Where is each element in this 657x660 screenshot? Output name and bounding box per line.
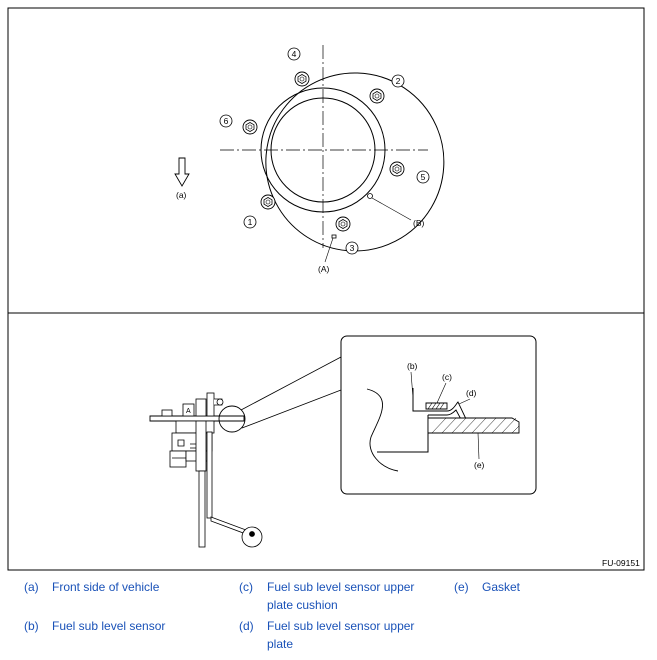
float-arm [210, 516, 263, 548]
zoom-line-bottom [241, 389, 342, 429]
bolt-2 [369, 88, 385, 104]
label-b-detail: (b) [407, 361, 418, 371]
svg-text:5: 5 [421, 172, 426, 182]
legend-text-b: Fuel sub level sensor [52, 619, 166, 633]
legend-key-e: (e) [454, 580, 469, 594]
bolt-4 [294, 71, 310, 87]
break-line [366, 388, 399, 472]
leader-a [324, 237, 334, 263]
label-a-upper: (A) [318, 264, 330, 274]
notch-a [331, 234, 337, 239]
pump-flange [149, 415, 245, 422]
label-b: (B) [413, 218, 425, 228]
figure-frame [7, 7, 645, 571]
legend-item-b: (b) Fuel sub level sensor [24, 617, 224, 637]
bolt-number-1: 1 [243, 215, 257, 229]
legend-text-d: Fuel sub level sensor upper plate [267, 619, 415, 651]
svg-text:A: A [186, 408, 191, 415]
outer-flange [265, 72, 445, 252]
svg-text:6: 6 [224, 116, 229, 126]
leader-d [458, 398, 471, 405]
bolt-number-5: 5 [416, 170, 430, 184]
legend-text-c: Fuel sub level sensor upper plate cushio… [267, 580, 415, 612]
svg-text:3: 3 [350, 243, 355, 253]
cushion-hatch [427, 402, 445, 410]
legend-text-e: Gasket [482, 580, 521, 594]
label-e: (e) [474, 460, 485, 470]
gasket-hatch [431, 417, 520, 434]
pump-top-fittings: A [161, 392, 224, 417]
legend-item-a: (a) Front side of vehicle [24, 578, 224, 598]
figure-diagram: 4 2 6 5 1 3 (B) (A) (a) [7, 7, 645, 571]
bolt-number-4: 4 [287, 47, 301, 61]
front-arrow-icon [174, 157, 190, 187]
label-c: (c) [442, 372, 452, 382]
bolt-5 [389, 161, 405, 177]
inner-ring [260, 87, 386, 213]
bolt-number-2: 2 [391, 74, 405, 88]
legend-key-d: (d) [239, 619, 254, 633]
svg-text:1: 1 [248, 217, 253, 227]
inner-opening [270, 97, 376, 203]
bolt-1 [260, 194, 276, 210]
side-view: A [149, 335, 537, 548]
leader-e [477, 432, 480, 460]
zoom-line-top [240, 356, 342, 411]
legend-item-c: (c) Fuel sub level sensor upper plate cu… [239, 578, 439, 618]
bolt-3 [335, 216, 351, 232]
svg-text:2: 2 [396, 76, 401, 86]
gasket-section [427, 417, 520, 434]
leader-b [371, 197, 412, 221]
detail-circle [218, 405, 246, 433]
leader-b-detail [410, 371, 414, 399]
legend-text-a: Front side of vehicle [52, 580, 160, 594]
legend-item-e: (e) Gasket [454, 578, 604, 598]
label-d: (d) [466, 388, 477, 398]
bolt-number-6: 6 [219, 114, 233, 128]
legend-key-a: (a) [24, 580, 39, 594]
legend: (a) Front side of vehicle (b) Fuel sub l… [0, 572, 657, 660]
svg-text:4: 4 [292, 49, 297, 59]
figure-code: FU-09151 [602, 558, 640, 568]
legend-item-d: (d) Fuel sub level sensor upper plate [239, 617, 439, 657]
label-front: (a) [176, 190, 187, 200]
pump-body [169, 420, 215, 548]
legend-key-b: (b) [24, 619, 39, 633]
bolt-6 [242, 119, 258, 135]
leader-c [436, 382, 447, 404]
bolt-number-3: 3 [345, 241, 359, 255]
legend-key-c: (c) [239, 580, 253, 594]
mark-b [367, 193, 373, 199]
top-view: 4 2 6 5 1 3 (B) (A) (a) [174, 45, 445, 274]
